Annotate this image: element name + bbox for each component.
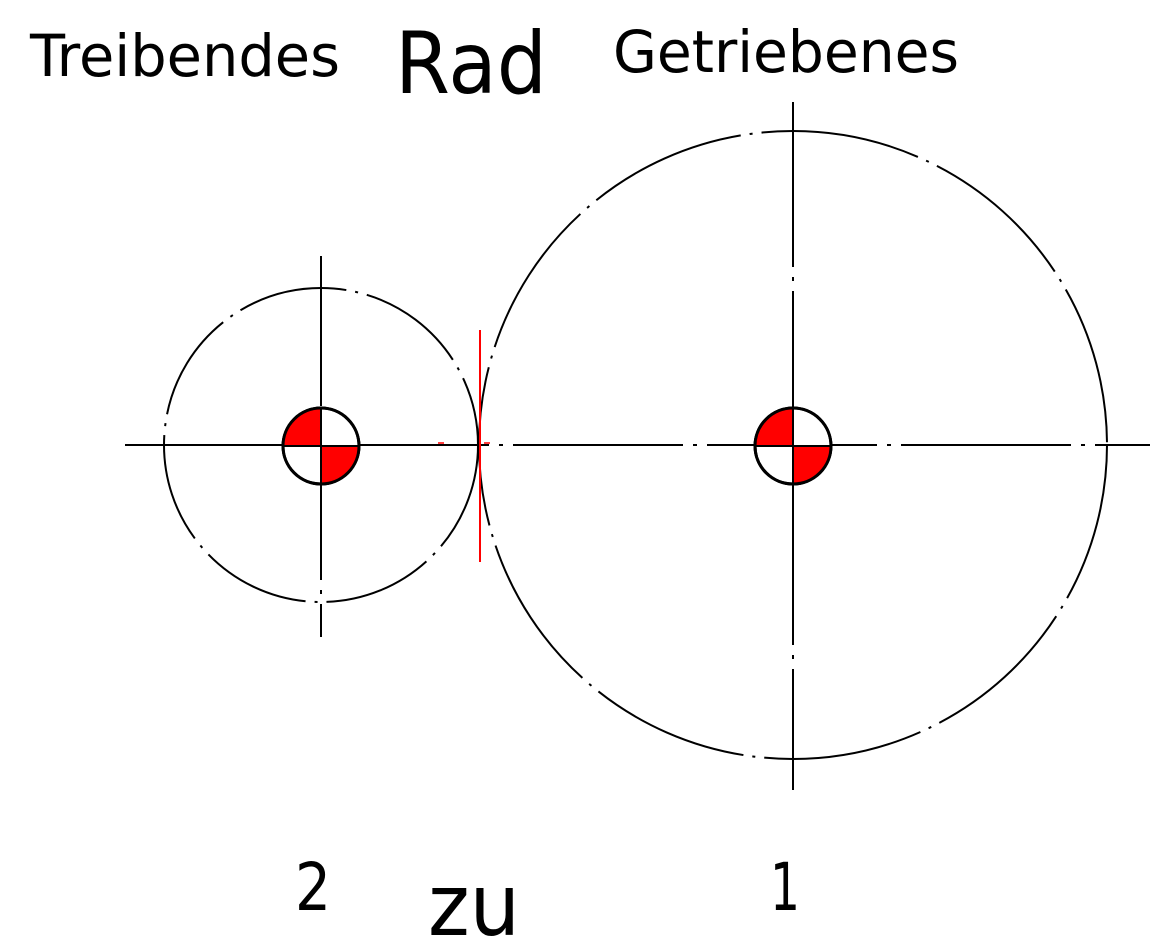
ratio-right-label: 1 xyxy=(770,849,800,926)
ratio-word-label: zu xyxy=(428,856,520,940)
driving-label: Treibendes xyxy=(29,22,340,90)
driving-gear-center-symbol xyxy=(281,406,361,486)
ratio-left-label: 2 xyxy=(295,849,331,926)
driven-label: Getriebenes xyxy=(613,18,959,86)
driven-gear-center-symbol xyxy=(753,406,833,486)
wheel-label: Rad xyxy=(395,14,547,114)
